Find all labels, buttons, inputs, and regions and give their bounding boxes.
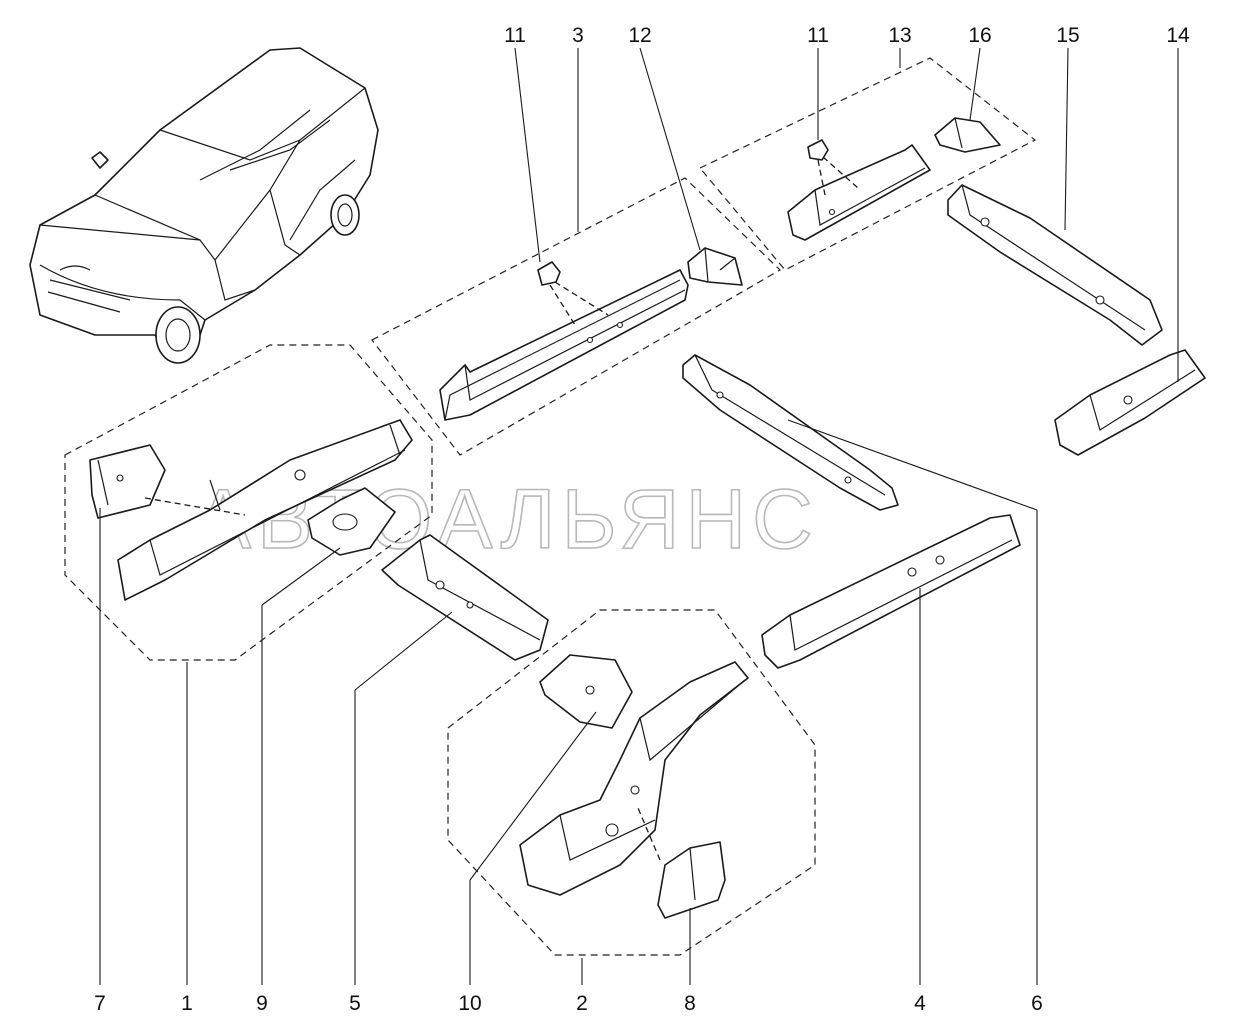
part-3-side-rail xyxy=(439,269,689,421)
callout-3: 3 xyxy=(572,24,584,47)
callout-9: 9 xyxy=(256,992,268,1015)
callout-8: 8 xyxy=(684,992,696,1015)
callout-11-top-right: 11 xyxy=(807,24,829,47)
group-2-outline xyxy=(447,609,816,956)
callout-4: 4 xyxy=(914,992,926,1015)
arrow-11a-left xyxy=(549,284,576,326)
callout-11-top-left: 11 xyxy=(504,24,526,47)
part-5-floor-panel xyxy=(381,534,549,661)
callout-15: 15 xyxy=(1056,24,1079,47)
part-8-bracket xyxy=(657,841,726,919)
group-3-outline xyxy=(371,177,781,456)
callout-5: 5 xyxy=(349,992,361,1015)
callout-7: 7 xyxy=(94,992,106,1015)
part-15-rear-crossmember xyxy=(947,184,1163,346)
part-7-bracket xyxy=(89,444,166,519)
arrow-11b-right xyxy=(822,156,859,189)
part-9-support xyxy=(307,487,396,556)
part-10-bracket xyxy=(539,654,633,729)
part-11-bracket-b xyxy=(807,139,829,161)
part-6-crossmember xyxy=(682,354,899,511)
arrow-7 xyxy=(144,497,246,516)
callout-1: 1 xyxy=(181,992,193,1015)
part-16-bracket xyxy=(934,117,1001,153)
arrow-11b-left xyxy=(817,159,826,196)
callout-16: 16 xyxy=(968,24,991,47)
car-illustration xyxy=(29,47,379,364)
leader-lines xyxy=(99,47,1179,985)
callout-6: 6 xyxy=(1031,992,1043,1015)
callout-13: 13 xyxy=(888,24,911,47)
part-13-rear-bracket xyxy=(787,144,931,241)
group-13-outline xyxy=(699,57,1037,271)
part-11-bracket-a xyxy=(537,261,561,286)
callout-12: 12 xyxy=(628,24,651,47)
callout-2: 2 xyxy=(576,992,588,1015)
arrow-11a-right xyxy=(554,281,609,316)
part-2-front-rail xyxy=(519,661,749,896)
callout-labels: 11 3 12 11 13 16 15 14 7 1 9 5 10 2 8 4 … xyxy=(94,24,1190,1015)
part-14-rear-rail xyxy=(1054,349,1206,456)
callout-10: 10 xyxy=(458,992,481,1015)
part-12-bracket xyxy=(687,247,743,286)
part-1-front-rail xyxy=(117,419,413,601)
part-4-side-rail xyxy=(761,514,1021,669)
callout-14: 14 xyxy=(1166,24,1190,47)
